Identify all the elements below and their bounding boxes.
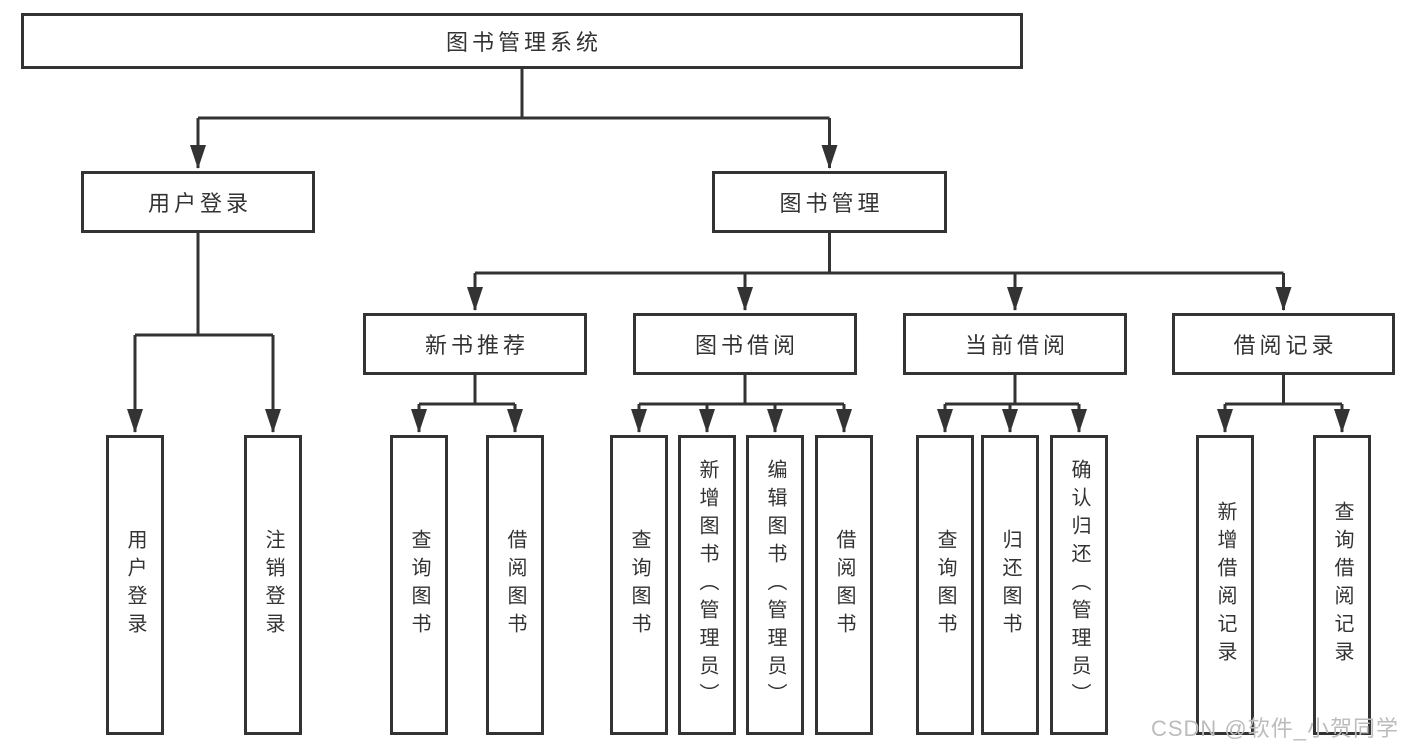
edge-newbook-to-leaves	[419, 375, 515, 406]
leaf-bb-edit-book-admin: 编辑图书（管理员）	[746, 435, 804, 735]
node-label: 用户登录	[147, 191, 252, 216]
leaf-logout: 注销登录	[244, 435, 302, 735]
leaf-nbr-borrow-book: 借阅图书	[486, 435, 544, 735]
node-book-management: 图书管理	[712, 171, 947, 233]
node-label: 图书管理系统	[445, 30, 602, 55]
node-label: 查询图书	[934, 529, 956, 641]
leaf-cb-query-book: 查询图书	[916, 435, 974, 735]
node-label: 新增图书（管理员）	[696, 459, 718, 711]
leaf-bb-borrow-book: 借阅图书	[815, 435, 873, 735]
csdn-watermark: CSDN @软件_小贺同学	[1150, 716, 1399, 741]
node-user-login: 用户登录	[81, 171, 315, 233]
node-label: 查询借阅记录	[1331, 501, 1353, 669]
node-label: 编辑图书（管理员）	[764, 459, 786, 711]
edge-currentborrow-to-leaves	[945, 375, 1079, 406]
node-label: 借阅图书	[833, 529, 855, 641]
node-label: 确认归还（管理员）	[1068, 459, 1090, 711]
node-book-borrow: 图书借阅	[633, 313, 857, 375]
node-label: 借阅记录	[1233, 333, 1338, 358]
leaf-user-login: 用户登录	[106, 435, 164, 735]
node-label: 查询图书	[628, 529, 650, 641]
edge-userlogin-to-leaves	[135, 233, 273, 337]
node-label: 新增借阅记录	[1214, 501, 1236, 669]
edge-bookmgmt-to-level3	[475, 233, 1284, 275]
node-label: 图书管理	[779, 191, 884, 216]
node-borrow-records: 借阅记录	[1172, 313, 1395, 375]
node-label: 查询图书	[408, 529, 430, 641]
edge-bookborrow-to-leaves	[639, 375, 844, 406]
leaf-cb-confirm-return-admin: 确认归还（管理员）	[1050, 435, 1108, 735]
node-current-borrow: 当前借阅	[903, 313, 1127, 375]
leaf-br-query-record: 查询借阅记录	[1313, 435, 1371, 735]
node-label: 用户登录	[124, 529, 146, 641]
node-label: 当前借阅	[964, 333, 1069, 358]
edge-arrows	[127, 118, 1350, 433]
edge-borrowrecords-to-leaves	[1225, 375, 1342, 406]
node-new-book-recommend: 新书推荐	[363, 313, 587, 375]
leaf-bb-add-book-admin: 新增图书（管理员）	[678, 435, 736, 735]
leaf-bb-query-book: 查询图书	[610, 435, 668, 735]
node-library-management-system: 图书管理系统	[21, 13, 1023, 69]
node-label: 借阅图书	[504, 529, 526, 641]
node-label: 新书推荐	[424, 333, 529, 358]
leaf-cb-return-book: 归还图书	[981, 435, 1039, 735]
node-label: 图书借阅	[694, 333, 799, 358]
leaf-br-add-record: 新增借阅记录	[1196, 435, 1254, 735]
edge-root-to-level2	[198, 69, 830, 120]
node-label: 归还图书	[999, 529, 1021, 641]
leaf-nbr-query-book: 查询图书	[390, 435, 448, 735]
node-label: 注销登录	[262, 529, 284, 641]
